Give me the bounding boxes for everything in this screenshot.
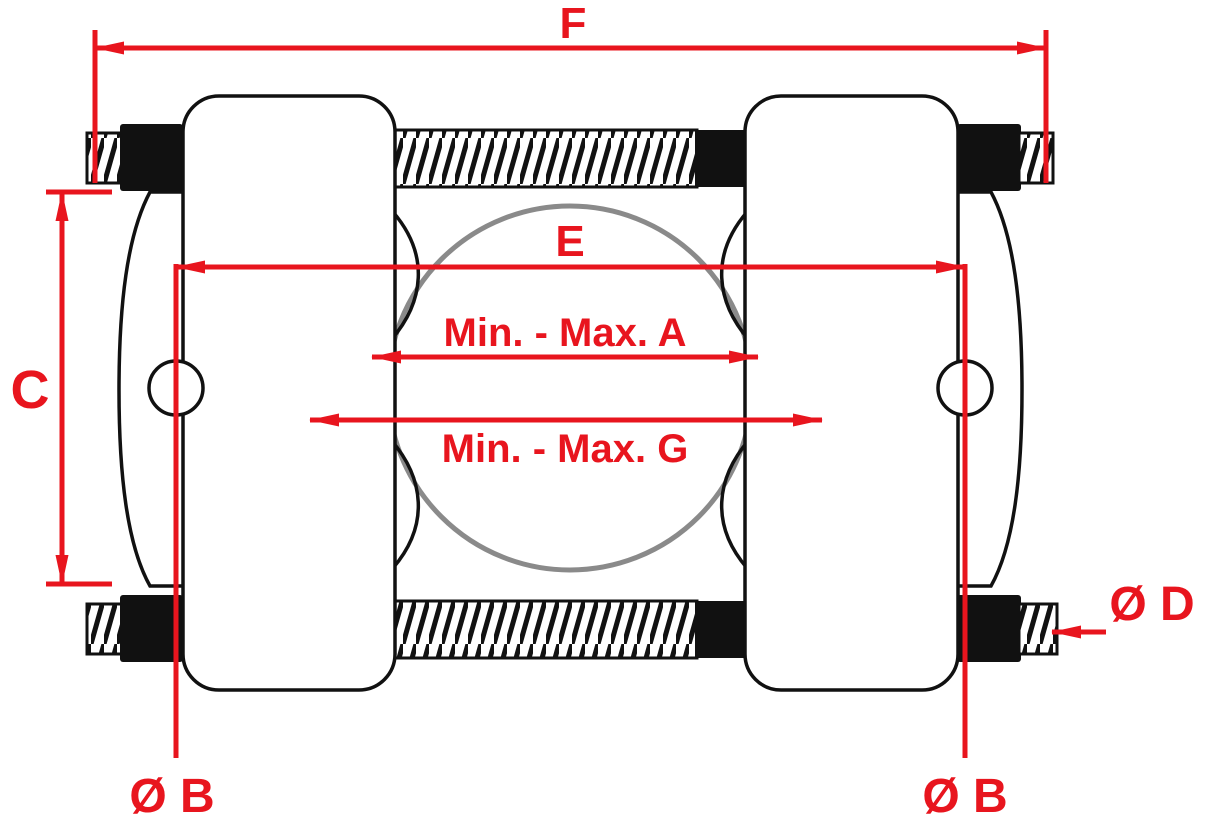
top-rod-nut-right xyxy=(957,124,1021,191)
flare-left-bottom xyxy=(389,438,421,570)
dimensions: F E Min. - Max. A Min. - Max. G C xyxy=(11,0,1195,823)
dim-label-c: C xyxy=(11,360,50,420)
plate-wing-right xyxy=(958,190,1024,588)
dimension-e: E xyxy=(175,217,966,274)
dimension-g: Min. - Max. G xyxy=(309,413,823,471)
flare-right-top xyxy=(719,210,751,342)
dim-label-f: F xyxy=(560,0,587,48)
right-clamp-block xyxy=(743,94,960,692)
dimension-f: F xyxy=(92,0,1049,183)
bottom-rod-shank xyxy=(695,601,747,658)
flare-right-bottom xyxy=(719,438,751,570)
top-rod-nut-left xyxy=(120,124,183,191)
top-rod-shank xyxy=(695,130,747,187)
bottom-rod-nut-right xyxy=(957,595,1021,662)
top-rod-thread-middle xyxy=(393,128,699,189)
dim-label-e: E xyxy=(555,217,584,266)
dim-label-min-max-a: Min. - Max. A xyxy=(444,311,687,355)
dim-label-diameter-b-right: Ø B xyxy=(922,770,1007,823)
top-rod-thread-left xyxy=(85,131,125,185)
dim-label-min-max-g: Min. - Max. G xyxy=(442,427,689,471)
dim-label-diameter-d: Ø D xyxy=(1109,578,1194,631)
bottom-rod-thread-middle xyxy=(393,599,699,660)
dimension-d: Ø D xyxy=(1051,578,1195,639)
dimension-a: Min. - Max. A xyxy=(371,311,759,364)
flare-left-top xyxy=(389,210,421,342)
left-clamp-block xyxy=(181,94,397,692)
knife-edge-profile xyxy=(389,210,751,570)
plate-wing-left xyxy=(117,190,183,588)
bottom-rod-thread-right xyxy=(1017,602,1059,656)
dimension-c: C xyxy=(11,189,112,587)
separator-body xyxy=(85,94,1059,692)
dim-label-diameter-b-left: Ø B xyxy=(129,770,214,823)
bottom-rod xyxy=(85,595,1059,662)
bottom-rod-thread-left xyxy=(85,602,125,656)
bottom-rod-nut-left xyxy=(120,595,183,662)
